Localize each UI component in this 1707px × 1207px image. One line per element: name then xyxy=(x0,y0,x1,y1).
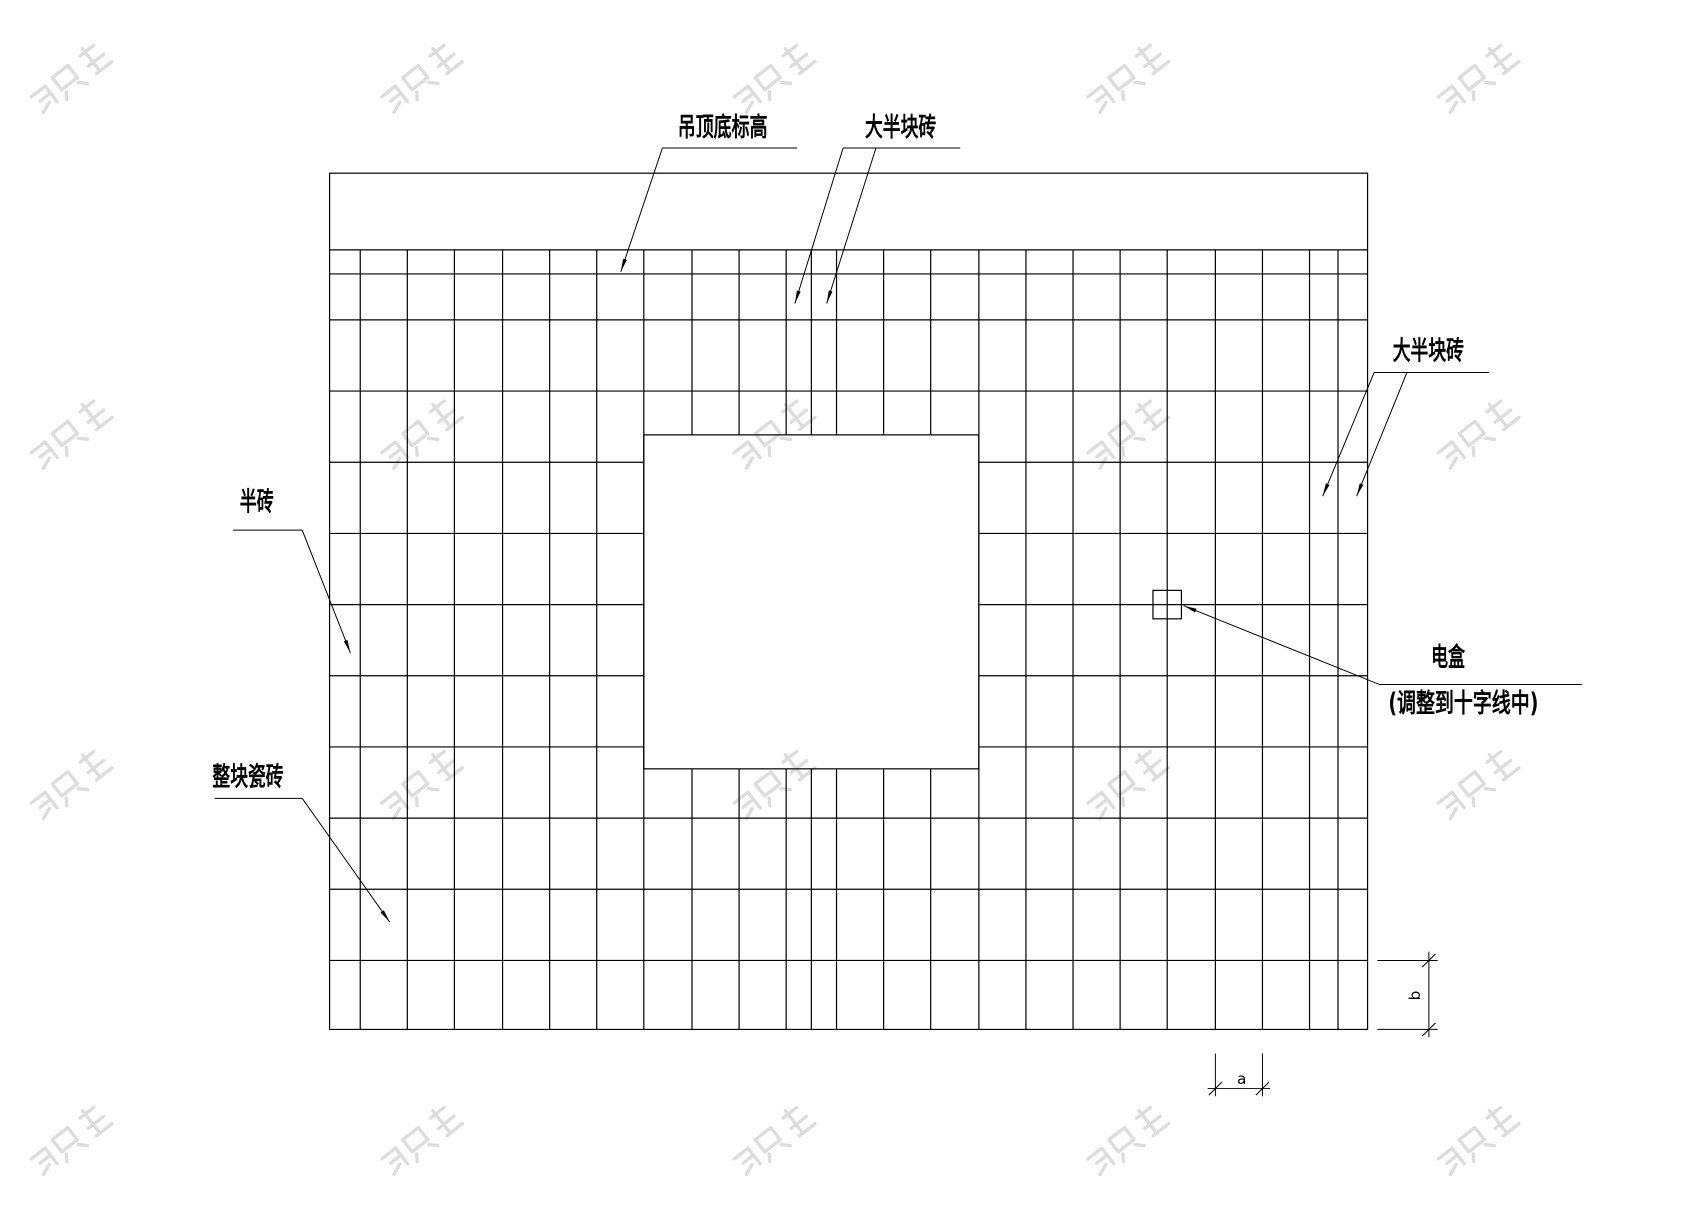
watermark-logo xyxy=(1436,43,1521,115)
label-half-brick: 半砖 xyxy=(240,487,274,517)
dimension-tick xyxy=(1421,953,1436,968)
watermark-logo xyxy=(380,399,465,470)
annotation-large-half-top: 大半块砖 xyxy=(794,113,961,304)
dimension-label-b: b xyxy=(1406,991,1424,1001)
label-large-half-top: 大半块砖 xyxy=(865,113,936,143)
watermark-logo xyxy=(29,1105,114,1177)
annotation-large-half-right: 大半块砖 xyxy=(1322,336,1490,497)
label-ceiling-bottom: 吊顶底标高 xyxy=(678,112,768,143)
watermark-layer xyxy=(29,43,1521,1177)
dimension-tick xyxy=(1208,1081,1223,1096)
watermark-logo xyxy=(380,1105,465,1177)
dimension-tile-width: a xyxy=(1207,1053,1271,1097)
wall-opening xyxy=(643,434,980,770)
watermark-logo xyxy=(732,399,817,470)
annotation-electric-box: 电盒 (调整到十字线中) xyxy=(1183,605,1583,719)
watermark-logo xyxy=(380,749,465,821)
watermark-logo xyxy=(380,43,465,115)
watermark-logo xyxy=(29,399,114,470)
leader-line-large-half-right-2 xyxy=(1356,372,1408,497)
watermark-logo xyxy=(29,749,114,821)
leader-line-large-half-right-1 xyxy=(1322,372,1375,497)
watermark-logo xyxy=(1086,43,1171,115)
electric-box xyxy=(1152,589,1183,620)
label-large-half-right: 大半块砖 xyxy=(1393,336,1464,366)
label-electric-box: 电盒 xyxy=(1431,642,1465,673)
watermark-logo xyxy=(29,43,114,115)
dimension-label-a: a xyxy=(1237,1070,1246,1088)
leader-line-large-half-top-2 xyxy=(826,147,877,304)
annotation-half-brick: 半砖 xyxy=(233,487,351,653)
watermark-logo xyxy=(1436,1105,1521,1177)
label-full-tile: 整块瓷砖 xyxy=(212,761,283,792)
watermark-logo xyxy=(732,749,817,821)
annotation-ceiling-bottom: 吊顶底标高 xyxy=(620,112,798,272)
watermark-logo xyxy=(732,1105,817,1177)
dimension-tile-height: b xyxy=(1377,951,1438,1038)
watermark-logo xyxy=(1086,1105,1171,1177)
leader-line-half-brick xyxy=(233,529,351,653)
dimension-tick xyxy=(1255,1081,1270,1096)
leader-line-large-half-top-1 xyxy=(794,147,844,304)
label-electric-box-note: (调整到十字线中) xyxy=(1388,688,1538,719)
watermark-logo xyxy=(732,43,817,115)
leader-line-ceiling xyxy=(620,147,798,272)
wall-outline xyxy=(328,172,1369,1031)
tile-grid xyxy=(329,249,1368,1030)
leader-line-full-tile xyxy=(214,797,391,923)
dimension-tick xyxy=(1421,1022,1436,1037)
watermark-logo xyxy=(1436,399,1521,470)
watermark-logo xyxy=(1436,749,1521,821)
watermark-logo xyxy=(1086,399,1171,470)
watermark-logo xyxy=(1086,749,1171,821)
annotation-full-tile: 整块瓷砖 xyxy=(212,761,391,923)
leader-line-electric-box xyxy=(1183,605,1583,686)
